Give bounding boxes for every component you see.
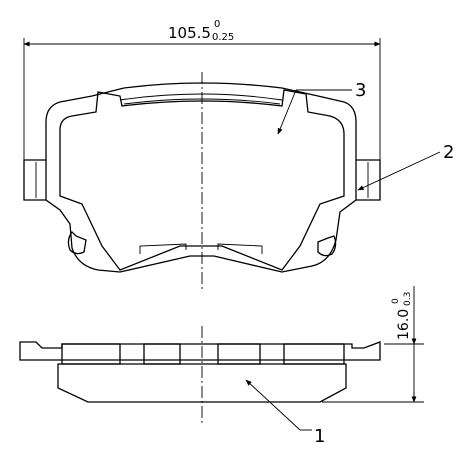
- side-view: [19, 341, 381, 403]
- thickness-lower-tolerance: 0.3: [403, 292, 413, 306]
- width-dimension: 105.5 0 0.25: [23, 19, 381, 200]
- callout-1: 1: [245, 379, 325, 447]
- callout-1-label: 1: [314, 426, 325, 447]
- callout-3: 3: [277, 80, 366, 135]
- thickness-dimension: 16.0 0 0.3: [322, 286, 424, 403]
- thickness-upper-tolerance: 0: [391, 298, 401, 304]
- width-upper-tolerance: 0: [214, 19, 220, 30]
- thickness-nominal: 16.0: [396, 309, 412, 340]
- callout-2-label: 2: [443, 142, 454, 163]
- width-lower-tolerance: 0.25: [212, 32, 234, 43]
- callout-2: 2: [357, 142, 454, 191]
- callout-3-label: 3: [355, 80, 366, 101]
- width-nominal: 105.5: [168, 24, 211, 42]
